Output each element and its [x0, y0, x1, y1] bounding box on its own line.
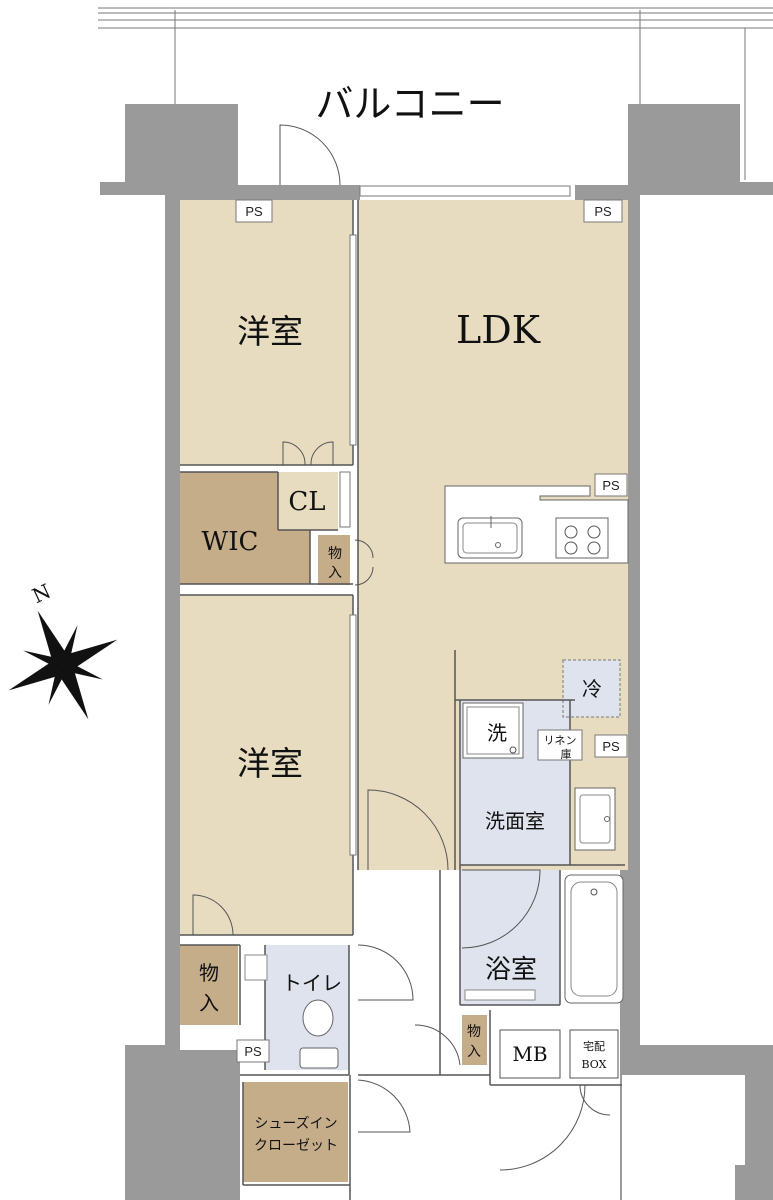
western-room-2 [180, 595, 353, 935]
washing-machine-icon [462, 702, 524, 759]
washer-label: 洗 [487, 721, 507, 745]
ps-label-4: PS [602, 739, 620, 754]
delivery-box [569, 1029, 619, 1079]
ps-label-2: PS [594, 204, 612, 219]
fridge-space [562, 659, 621, 718]
storage-toilet-room [180, 945, 238, 1025]
mb-label: MB [512, 1042, 547, 1066]
ps-boxes [235, 199, 628, 1063]
mb-box [499, 1029, 561, 1079]
storage-entry-label-1: 物 [467, 1024, 481, 1040]
storage-small-room [318, 535, 350, 585]
door-swings [192, 124, 611, 1171]
toilet-label: トイレ [282, 971, 342, 995]
compass-rose-icon [8, 610, 118, 720]
ps-label-3: PS [602, 478, 620, 493]
sliding-doors [339, 185, 571, 856]
storage-toilet-label-1: 物 [199, 961, 219, 985]
washbasin-icon [574, 787, 616, 851]
ldk-label: LDK [456, 308, 541, 352]
wic-label: WIC [202, 527, 259, 557]
western-room-2-label: 洋室 [237, 744, 303, 783]
bathtub-icon [464, 874, 624, 1004]
linen-label-1: リネン [544, 734, 577, 747]
linen-storage [537, 729, 583, 761]
delivery-box-label-2: BOX [582, 1058, 607, 1071]
linen-label-2: 庫 [561, 747, 572, 761]
storage-small-label-2: 入 [328, 565, 342, 581]
bathroom-room [460, 870, 560, 1005]
western-room-1 [180, 200, 353, 465]
shoe-closet-label-1: シューズイン [254, 1116, 337, 1132]
bathroom-label: 浴室 [485, 955, 537, 985]
balcony-rail [98, 7, 773, 180]
north-label: N [29, 579, 55, 608]
shoe-closet-room [243, 1082, 348, 1182]
storage-entry-label-2: 入 [467, 1044, 481, 1060]
kitchen-counter [444, 485, 629, 564]
storage-toilet-label-2: 入 [199, 991, 219, 1015]
storage-entry-room [462, 1015, 487, 1065]
storage-small-label-1: 物 [328, 546, 342, 562]
stove-icon [555, 517, 609, 559]
sink-icon [457, 516, 523, 559]
western-room-1-label: 洋室 [237, 312, 303, 351]
washroom-label: 洗面室 [485, 809, 545, 833]
fridge-label: 冷 [582, 677, 602, 701]
closet-room [278, 472, 338, 530]
shoe-closet-label-2: クローゼット [254, 1138, 338, 1154]
closet-label: CL [288, 487, 325, 517]
ps-label-1: PS [245, 204, 263, 219]
toilet-icon [244, 954, 339, 1069]
ps-label-5: PS [244, 1044, 262, 1059]
balcony-label: バルコニー [315, 82, 504, 126]
delivery-box-label-1: 宅配 [583, 1039, 605, 1053]
